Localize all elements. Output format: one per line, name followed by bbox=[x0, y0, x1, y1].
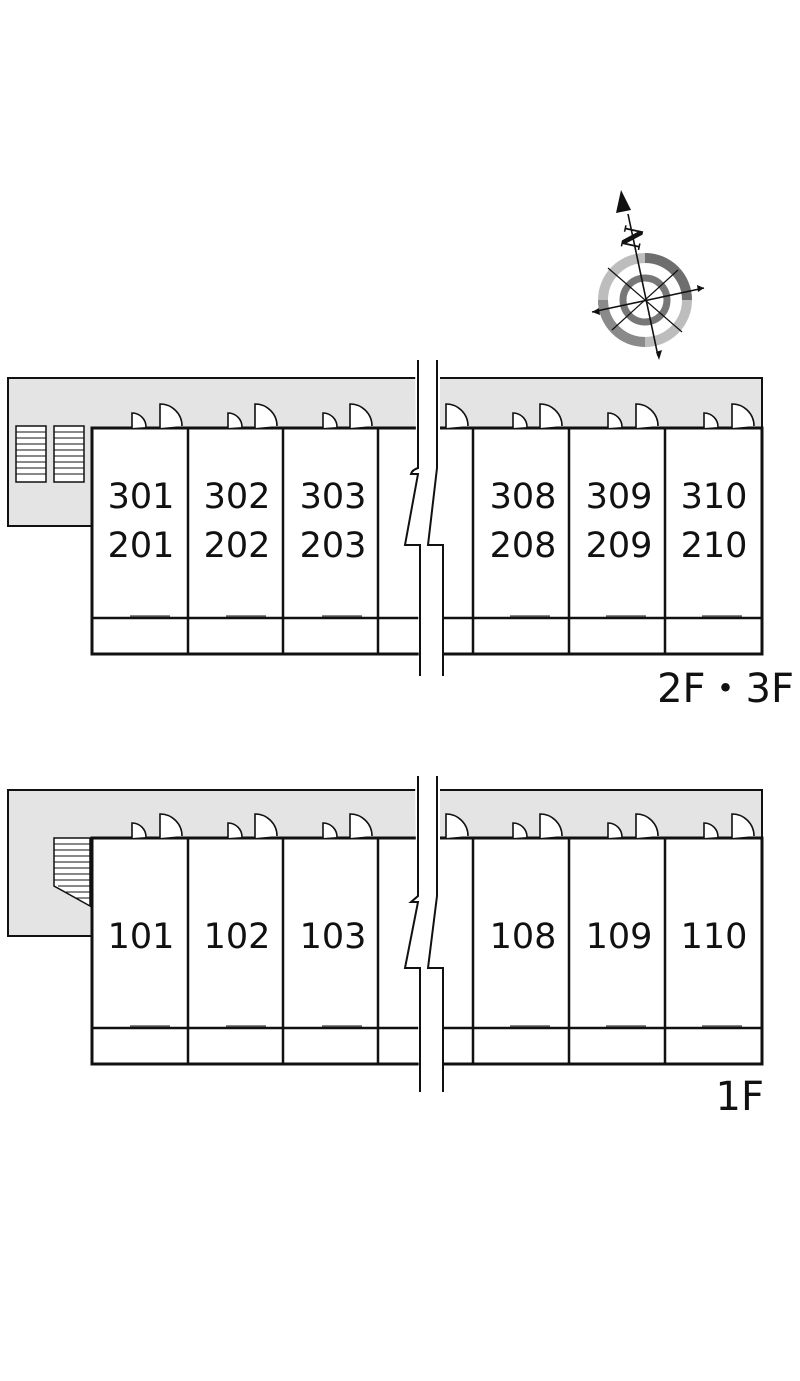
floor-label-upper: 2F・3F bbox=[657, 666, 794, 712]
unit-number: 108 bbox=[490, 917, 557, 957]
stairs-icon bbox=[53, 837, 91, 908]
unit-cell: 302 202 bbox=[204, 477, 271, 566]
unit-cell: 308 208 bbox=[490, 477, 557, 566]
unit-number: 209 bbox=[586, 526, 653, 566]
units-upper: 301 201 302 202 303 203 308 208 309 209 … bbox=[108, 477, 748, 566]
unit-cell: 309 209 bbox=[586, 477, 653, 566]
unit-number: 308 bbox=[490, 477, 557, 517]
unit-cell: 301 201 bbox=[108, 477, 175, 566]
unit-number: 109 bbox=[586, 917, 653, 957]
unit-cell: 303 203 bbox=[300, 477, 367, 566]
stairs-icon bbox=[15, 425, 85, 483]
floor-label-ground: 1F bbox=[716, 1074, 764, 1120]
unit-number: 310 bbox=[681, 477, 748, 517]
unit-number: 208 bbox=[490, 526, 557, 566]
unit-number: 101 bbox=[108, 917, 175, 957]
units-ground: 101 102 103 108 109 110 bbox=[108, 917, 748, 957]
unit-number: 203 bbox=[300, 526, 367, 566]
floor-plan-ground bbox=[7, 776, 764, 1092]
floor-plan-upper bbox=[7, 360, 764, 676]
unit-number: 102 bbox=[204, 917, 271, 957]
compass-icon bbox=[591, 190, 705, 360]
unit-number: 103 bbox=[300, 917, 367, 957]
unit-number: 110 bbox=[681, 917, 748, 957]
unit-number: 309 bbox=[586, 477, 653, 517]
unit-number: 202 bbox=[204, 526, 271, 566]
unit-number: 303 bbox=[300, 477, 367, 517]
unit-number: 210 bbox=[681, 526, 748, 566]
unit-number: 302 bbox=[204, 477, 271, 517]
unit-cell: 310 210 bbox=[681, 477, 748, 566]
unit-number: 301 bbox=[108, 477, 175, 517]
north-label: N bbox=[617, 223, 651, 252]
unit-number: 201 bbox=[108, 526, 175, 566]
